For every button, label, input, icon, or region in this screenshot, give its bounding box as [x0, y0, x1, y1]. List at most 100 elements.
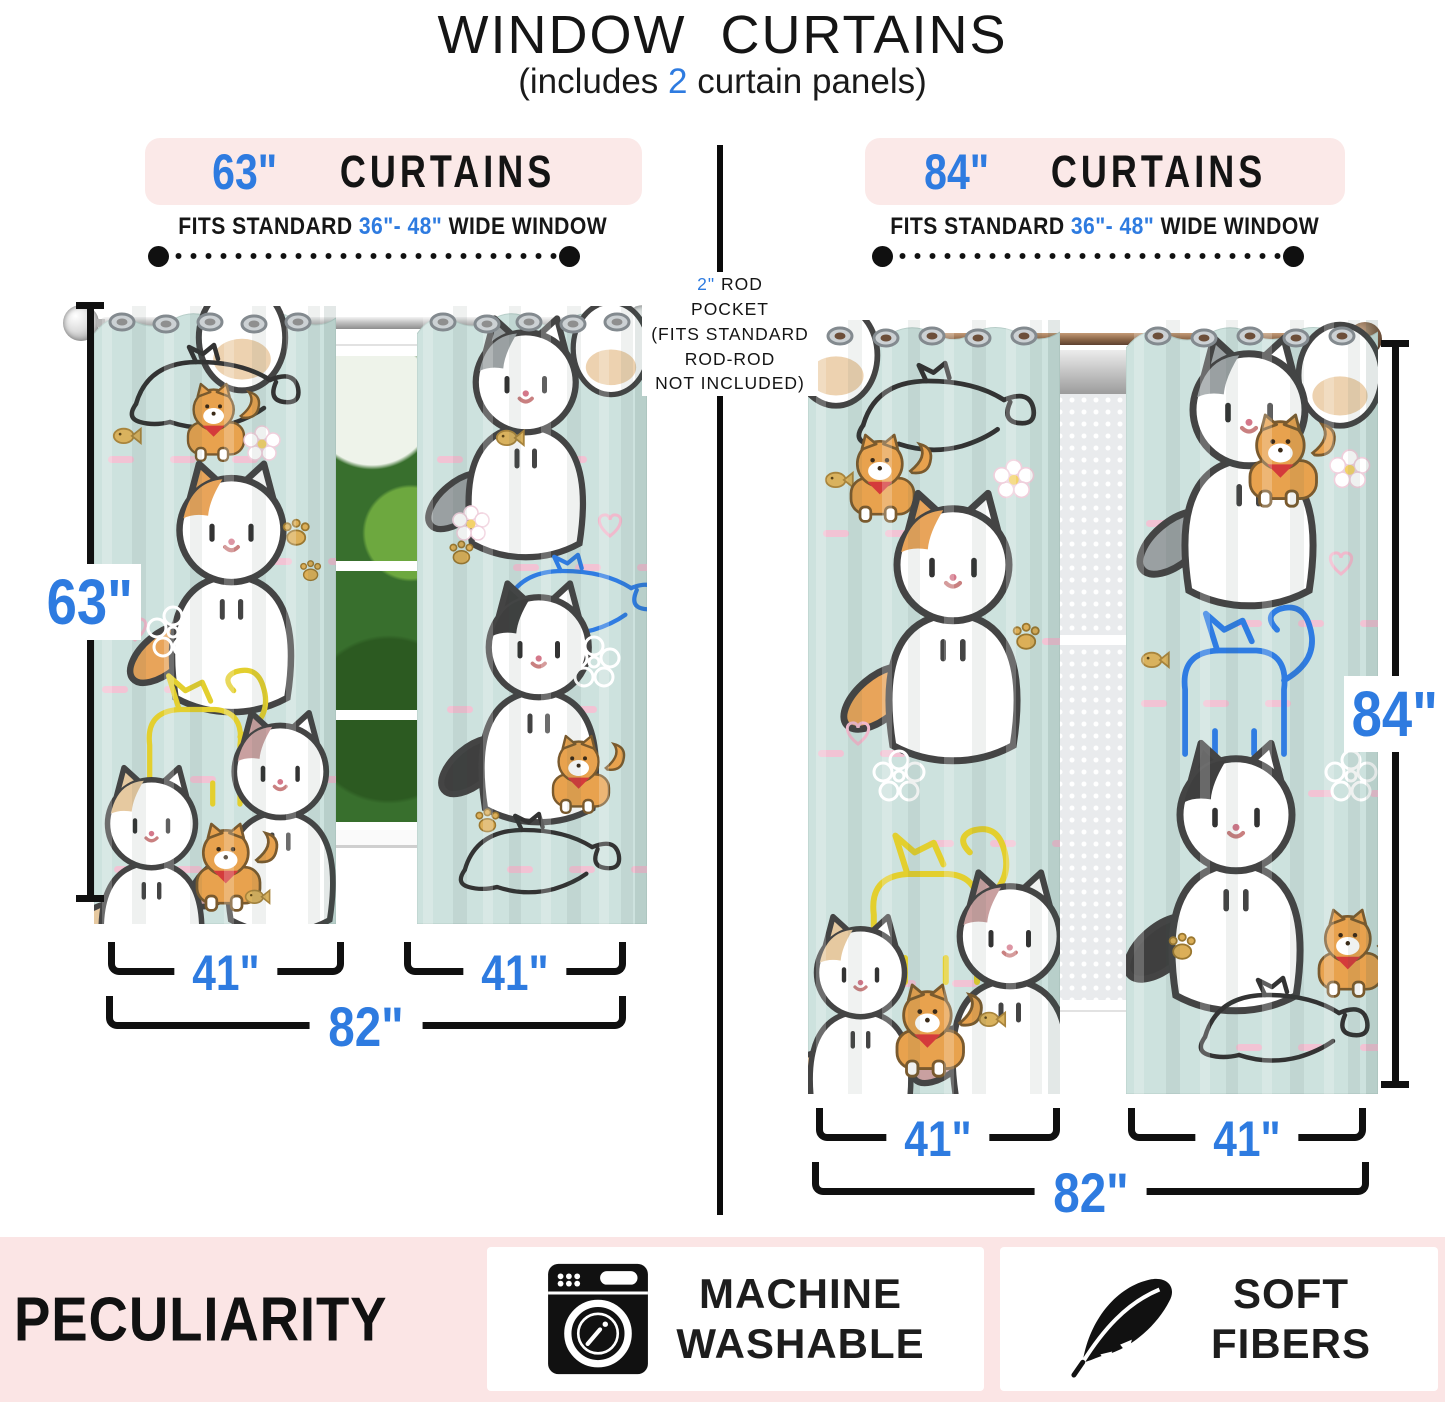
width-value: 41"	[481, 944, 549, 1001]
grommet	[559, 314, 587, 334]
width-label-82: 82"	[309, 995, 423, 1059]
dot-left	[148, 245, 169, 267]
grommet	[603, 312, 631, 332]
feature-label-line1: MACHINE	[699, 1270, 902, 1318]
grommet	[473, 314, 501, 334]
subtitle-prefix: (includes	[518, 62, 669, 101]
curtain-panel-63-right	[417, 306, 647, 924]
height-bracket-84: 84"	[1336, 340, 1445, 1088]
grommet	[240, 314, 268, 334]
curtain-panel-84-left	[808, 320, 1060, 1094]
banner-63-size: 63"	[212, 143, 278, 200]
dot-right	[559, 245, 580, 267]
grommet	[964, 328, 992, 348]
grommet	[429, 312, 457, 332]
curtain-panel-84-right	[1126, 320, 1378, 1094]
fits-note-63-text: FITS STANDARD 36"- 48" WIDE WINDOW	[179, 213, 608, 241]
fits-prefix: FITS STANDARD	[890, 213, 1072, 240]
fits-range: 36"- 48"	[359, 213, 443, 240]
fits-suffix: WIDE WINDOW	[442, 213, 608, 240]
rod-pocket-line3: (FITS STANDARD	[651, 323, 809, 344]
height-label-63: 63"	[39, 563, 141, 641]
fits-suffix: WIDE WINDOW	[1154, 213, 1320, 240]
height-value: 63"	[46, 565, 134, 638]
bracket-line	[86, 640, 94, 895]
grommet	[1190, 328, 1218, 348]
grommet	[1144, 326, 1172, 346]
feature-label-line2: WASHABLE	[676, 1320, 925, 1367]
feature-label-line1: SOFT	[1232, 1270, 1349, 1318]
dot-left	[872, 245, 893, 267]
width-value: 41"	[1213, 1110, 1281, 1167]
rod-pocket-line5: NOT INCLUDED)	[655, 373, 805, 394]
grommet	[515, 312, 543, 332]
fits-note-63: FITS STANDARD 36"- 48" WIDE WINDOW	[120, 212, 666, 242]
subtitle-count: 2	[668, 62, 688, 101]
banner-84-label: CURTAINS	[1050, 145, 1267, 197]
rod-pocket-note: 2" ROD POCKET (FITS STANDARD ROD-ROD NOT…	[642, 272, 818, 397]
washing-machine-icon	[548, 1263, 649, 1375]
grommet	[918, 326, 946, 346]
dot-right	[1283, 245, 1304, 267]
feature-soft-fibers: SOFT FIBERS	[1000, 1247, 1438, 1391]
width-dotted-line-63	[148, 245, 580, 267]
grommet	[196, 312, 224, 332]
grommet	[1010, 326, 1038, 346]
banner-63-label: CURTAINS	[339, 145, 555, 197]
height-label-84: 84"	[1344, 675, 1445, 753]
width-label-41: 41"	[174, 944, 278, 1001]
fits-prefix: FITS STANDARD	[178, 213, 360, 240]
width-label-41: 41"	[1195, 1110, 1299, 1167]
height-bracket-63: 63"	[30, 302, 150, 902]
banner-84-size: 84"	[923, 143, 989, 200]
width-value: 82"	[1052, 1161, 1129, 1225]
width-label-41: 41"	[463, 944, 567, 1001]
feature-label: MACHINE WASHABLE	[676, 1269, 924, 1368]
rod-pocket-line4: ROD-ROD	[684, 348, 776, 369]
page-subtitle: (includes 2 curtain panels)	[0, 62, 1445, 102]
grommet	[1282, 328, 1310, 348]
width-bracket-41-left: 41"	[108, 942, 344, 998]
bracket-line	[1391, 752, 1399, 1081]
width-label-41: 41"	[886, 1110, 990, 1167]
features-title: PECULIARITY	[14, 1285, 388, 1354]
feature-machine-washable: MACHINE WASHABLE	[487, 1247, 984, 1391]
grommet	[284, 312, 312, 332]
width-value: 41"	[904, 1110, 972, 1167]
dotted-span	[169, 252, 559, 260]
feature-label: SOFT FIBERS	[1211, 1269, 1371, 1368]
rod-pocket-line2: POCKET	[691, 298, 769, 319]
width-bracket-82: 82"	[106, 996, 626, 1055]
bracket-cap	[76, 302, 104, 309]
feature-label-line2: FIBERS	[1210, 1320, 1371, 1367]
width-label-82: 82"	[1034, 1161, 1147, 1225]
width-bracket-82: 82"	[812, 1162, 1369, 1221]
bracket-cap	[76, 895, 104, 902]
width-value: 82"	[328, 995, 404, 1059]
banner-63-curtains: 63" CURTAINS	[145, 138, 642, 205]
fits-note-84: FITS STANDARD 36"- 48" WIDE WINDOW	[832, 212, 1378, 242]
bracket-line	[86, 309, 94, 564]
width-value: 41"	[192, 944, 260, 1001]
rod-pocket-line1: ROD	[715, 274, 763, 294]
feather-icon	[1071, 1278, 1172, 1378]
bracket-cap	[1381, 1081, 1409, 1088]
width-bracket-41-right: 41"	[404, 942, 626, 998]
width-bracket-41-left: 41"	[816, 1108, 1060, 1164]
height-value: 84"	[1351, 677, 1439, 750]
bracket-line	[1391, 347, 1399, 676]
grommet	[152, 314, 180, 334]
fits-note-84-text: FITS STANDARD 36"- 48" WIDE WINDOW	[891, 213, 1320, 241]
rod-stem-left	[97, 319, 105, 327]
grommet	[826, 326, 854, 346]
width-bracket-41-right: 41"	[1128, 1108, 1366, 1164]
rod-pocket-size: 2"	[697, 274, 716, 294]
page-title: WINDOW CURTAINS	[437, 5, 1008, 65]
fish-motif	[1140, 651, 1170, 668]
dotted-span	[893, 252, 1283, 260]
width-dotted-line-84	[872, 245, 1304, 267]
grommet	[1236, 326, 1264, 346]
section-divider	[717, 145, 723, 1215]
banner-84-curtains: 84" CURTAINS	[865, 138, 1345, 205]
